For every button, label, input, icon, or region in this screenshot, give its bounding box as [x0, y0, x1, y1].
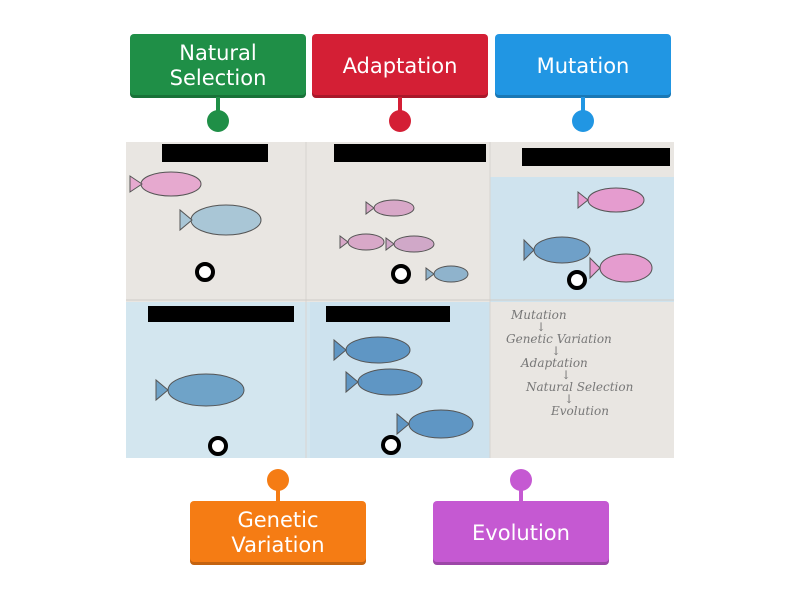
hand-arrow: ↓	[536, 320, 547, 334]
pin-dot	[572, 110, 594, 132]
label-mutation[interactable]: Mutation	[495, 34, 671, 98]
pin-stem	[519, 485, 523, 501]
drop-target-3[interactable]	[567, 270, 587, 290]
hand-text: Natural Selection	[526, 380, 634, 394]
hand-arrow: ↓	[564, 392, 575, 406]
drop-target-1[interactable]	[195, 262, 215, 282]
hand-text: Mutation	[511, 308, 567, 322]
handwritten-sequence: Mutation ↓ Genetic Variation ↓ Adaptatio…	[506, 307, 666, 419]
fish-group	[129, 171, 653, 439]
hand-text: Genetic Variation	[506, 332, 612, 346]
pin-stem	[581, 97, 585, 115]
redaction-bar	[334, 144, 486, 162]
label-evolution[interactable]: Evolution	[433, 501, 609, 565]
hand-arrow: ↓	[561, 368, 572, 382]
drop-target-2[interactable]	[391, 264, 411, 284]
pin-stem	[276, 485, 280, 501]
pin-stem	[216, 97, 220, 115]
pin-dot	[207, 110, 229, 132]
fish-drawing-image: Mutation ↓ Genetic Variation ↓ Adaptatio…	[126, 142, 674, 458]
pin-stem	[398, 97, 402, 115]
redaction-bar	[326, 306, 450, 322]
hand-arrow: ↓	[551, 344, 562, 358]
pin-dot	[267, 469, 289, 491]
hand-text: Evolution	[551, 404, 609, 418]
pin-dot	[389, 110, 411, 132]
label-natural-selection[interactable]: Natural Selection	[130, 34, 306, 98]
drop-target-4[interactable]	[208, 436, 228, 456]
hand-text: Adaptation	[521, 356, 588, 370]
redaction-bar	[522, 148, 670, 166]
pin-dot	[510, 469, 532, 491]
redaction-bar	[148, 306, 294, 322]
label-adaptation[interactable]: Adaptation	[312, 34, 488, 98]
fish-drawing	[126, 142, 674, 458]
drop-target-5[interactable]	[381, 435, 401, 455]
label-genetic-variation[interactable]: Genetic Variation	[190, 501, 366, 565]
redaction-bar	[162, 144, 268, 162]
